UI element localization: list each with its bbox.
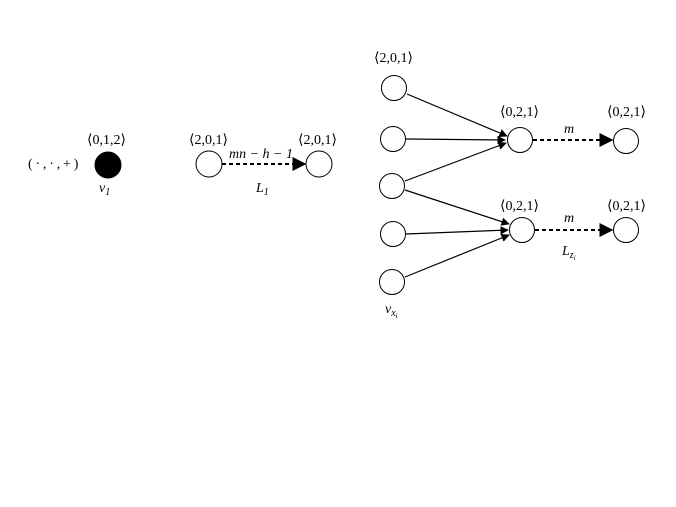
lower-right-node bbox=[613, 217, 639, 243]
lzi-name: L bbox=[561, 244, 570, 259]
left-node-4 bbox=[380, 221, 406, 247]
edge-2-upper bbox=[405, 135, 506, 145]
lzi-sub: z bbox=[569, 250, 574, 261]
upper-mid-tuple: ⟨0,2,1⟩ bbox=[500, 105, 539, 120]
lower-mid-node bbox=[509, 217, 535, 243]
left-node-5 bbox=[379, 269, 405, 295]
v1-sub: 1 bbox=[105, 187, 110, 198]
edge-5-lower bbox=[404, 233, 510, 278]
l1-left-tuple: ⟨2,0,1⟩ bbox=[189, 133, 228, 148]
l1-sub: 1 bbox=[264, 187, 269, 198]
vxi-sub: x bbox=[390, 308, 396, 319]
lzi-label: Lzi bbox=[561, 244, 576, 262]
l1-name: L bbox=[255, 181, 264, 196]
upper-edge-label: m bbox=[564, 122, 574, 137]
top-left-tuple: ⟨2,0,1⟩ bbox=[374, 51, 413, 66]
lower-right-tuple: ⟨0,2,1⟩ bbox=[607, 199, 646, 214]
l1-right-node bbox=[305, 150, 333, 178]
l1-label: L1 bbox=[255, 181, 269, 198]
left-node-1 bbox=[381, 75, 407, 101]
l1-edge-label: mn − h − 1 bbox=[229, 147, 293, 162]
edge-4-lower bbox=[405, 226, 509, 235]
upper-mid-node bbox=[507, 127, 533, 153]
left-node-2 bbox=[380, 126, 406, 152]
l1-right-tuple: ⟨2,0,1⟩ bbox=[298, 133, 337, 148]
lzi-subsub: i bbox=[574, 254, 576, 262]
part-a: ( · , · , + ) ⟨0,1,2⟩ v1 bbox=[28, 133, 126, 198]
vxi-label: vxi bbox=[385, 302, 398, 320]
edge-3-lower bbox=[404, 189, 510, 226]
v1-tuple: ⟨0,1,2⟩ bbox=[87, 133, 126, 148]
part-b: ⟨2,0,1⟩ ⟨2,0,1⟩ mn − h − 1 L1 bbox=[189, 133, 337, 198]
v1-name: v bbox=[99, 181, 106, 196]
marker-label: ( · , · , + ) bbox=[28, 157, 79, 172]
lower-mid-tuple: ⟨0,2,1⟩ bbox=[500, 199, 539, 214]
edge-1-upper bbox=[406, 93, 508, 137]
part-c: ⟨2,0,1⟩ ⟨0,2,1⟩ ⟨0,2,1⟩ ⟨0,2,1⟩ ⟨0,2,1⟩ … bbox=[374, 51, 646, 320]
l1-left-node bbox=[195, 150, 223, 178]
left-node-3 bbox=[379, 173, 405, 199]
lower-edge-label: m bbox=[564, 211, 574, 226]
edge-3-upper bbox=[404, 141, 507, 182]
upper-right-node bbox=[613, 128, 639, 154]
v1-label: v1 bbox=[99, 181, 110, 198]
vxi-name: v bbox=[385, 302, 392, 317]
vxi-subsub: i bbox=[396, 312, 398, 320]
upper-right-tuple: ⟨0,2,1⟩ bbox=[607, 105, 646, 120]
v1-node bbox=[94, 151, 122, 179]
